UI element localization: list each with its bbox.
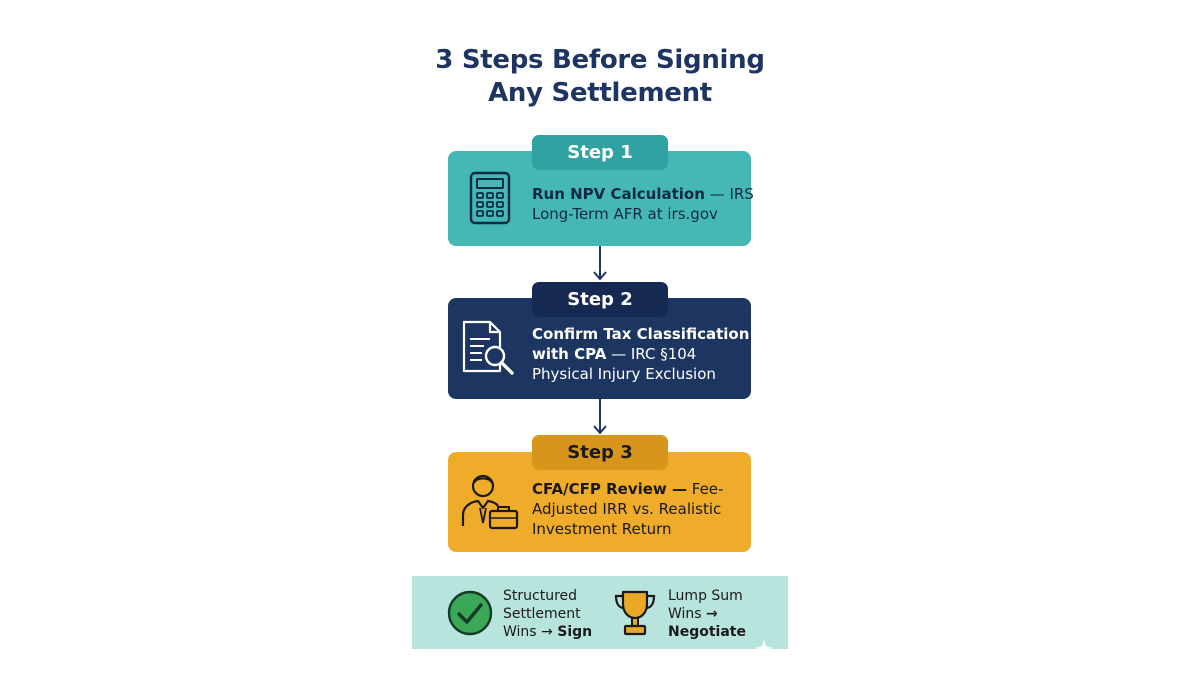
- step-3-description: CFA/CFP Review — Fee-Adjusted IRR vs. Re…: [532, 479, 754, 539]
- step-2-description: Confirm Tax Classification with CPA — IR…: [532, 324, 754, 384]
- outcome-lump-sum-text: Lump Sum Wins: [668, 588, 743, 622]
- arrow-down-icon: [593, 246, 607, 281]
- step-1-description: Run NPV Calculation — IRS Long-Term AFR …: [532, 184, 754, 224]
- arrow-down-icon: [593, 399, 607, 435]
- step-3-heading: CFA/CFP Review —: [532, 480, 687, 498]
- step-1-heading: Run NPV Calculation: [532, 185, 705, 203]
- title-line-2: Any Settlement: [488, 78, 712, 108]
- step-2-badge: Step 2: [532, 282, 668, 317]
- step-3-badge: Step 3: [532, 435, 668, 470]
- advisor-briefcase-icon: [461, 474, 519, 530]
- calculator-icon: [469, 171, 511, 225]
- document-search-icon: [462, 320, 514, 375]
- step-2-heading: Confirm Tax Classification with CPA: [532, 325, 750, 363]
- outcome-lump-sum: Lump Sum Wins → Negotiate: [668, 587, 768, 641]
- step-1-badge: Step 1: [532, 135, 668, 170]
- outcome-structured-action: Sign: [557, 624, 593, 640]
- step-3-detail: Fee-Adjusted IRR vs. Realistic Investmen…: [532, 480, 724, 538]
- outcome-structured-text: Structured Settlement Wins →: [503, 588, 581, 640]
- outcome-lump-sum-action: → Negotiate: [668, 606, 746, 640]
- step-2-detail: — IRC §104 Physical Injury Exclusion: [532, 345, 716, 383]
- page-title: 3 Steps Before Signing Any Settlement: [0, 44, 1200, 110]
- trophy-icon: [614, 590, 656, 636]
- outcome-structured: Structured Settlement Wins → Sign: [503, 587, 603, 641]
- check-circle-icon: [447, 590, 493, 636]
- step-1-detail: — IRS Long-Term AFR at irs.gov: [532, 185, 754, 223]
- title-line-1: 3 Steps Before Signing: [435, 45, 765, 75]
- sparkle-icon: [755, 639, 773, 657]
